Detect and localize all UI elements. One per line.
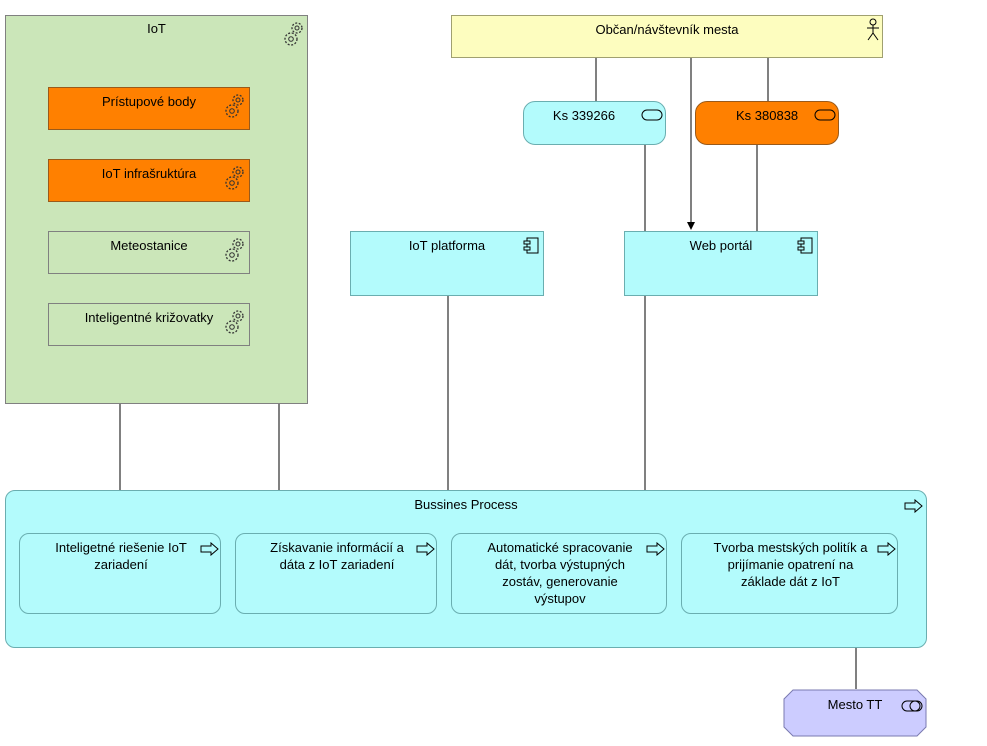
iot-item-label: IoT infrašruktúra [101, 166, 197, 181]
gears-icon [225, 94, 244, 118]
process-step-line: Automatické spracovanie [487, 540, 633, 555]
process-step-4[interactable]: Tvorba mestských politík a prijímanie op… [681, 533, 898, 614]
process-step-line: zostáv, generovanie [502, 574, 618, 589]
process-step-1[interactable]: Inteligetné riešenie IoT zariadení [19, 533, 221, 614]
process-arrow-icon [904, 499, 923, 513]
service-icon [641, 109, 663, 121]
process-step-line: základe dát z IoT [741, 574, 840, 589]
interface-shape [783, 689, 927, 737]
iot-item-label: Meteostanice [110, 238, 188, 253]
iot-item-iot-infrastruktura[interactable]: IoT infrašruktúra [48, 159, 250, 202]
component-web-portal[interactable]: Web portál [624, 231, 818, 296]
process-arrow-icon [646, 542, 665, 556]
gears-icon [225, 238, 244, 262]
process-step-text: Inteligetné riešenie IoT zariadení [24, 539, 218, 573]
gears-icon [225, 166, 244, 190]
process-step-line: Tvorba mestských politík a [713, 540, 868, 555]
actor-obcan-navstevnik[interactable]: Občan/návštevník mesta [451, 15, 883, 58]
process-arrow-icon [416, 542, 435, 556]
service-icon [814, 109, 836, 121]
iot-group-title: IoT [147, 21, 166, 36]
iot-item-inteligentne-krizovatky[interactable]: Inteligentné križovatky [48, 303, 250, 346]
gears-icon [284, 22, 303, 46]
component-icon [797, 237, 813, 254]
actor-label: Občan/návštevník mesta [595, 22, 739, 37]
iot-item-label: Prístupové body [102, 94, 196, 109]
process-step-text: Získavanie informácií a dáta z IoT zaria… [240, 539, 434, 573]
iot-item-pristupove-body[interactable]: Prístupové body [48, 87, 250, 130]
component-label: IoT platforma [408, 238, 486, 253]
iot-item-meteostanice[interactable]: Meteostanice [48, 231, 250, 274]
service-ks-339266[interactable]: Ks 339266 [523, 101, 666, 145]
process-step-line: zariadení [94, 557, 148, 572]
interface-mesto-tt[interactable]: Mesto TT [783, 689, 928, 737]
component-iot-platforma[interactable]: IoT platforma [350, 231, 544, 296]
gears-icon [225, 310, 244, 334]
process-step-text: Tvorba mestských politík a prijímanie op… [686, 539, 895, 590]
process-step-line: Inteligetné riešenie IoT [55, 540, 187, 555]
process-arrow-icon [200, 542, 219, 556]
service-ks-380838[interactable]: Ks 380838 [695, 101, 839, 145]
process-step-line: Získavanie informácií a [270, 540, 404, 555]
process-step-text: Automatické spracovanie dát, tvorba výst… [456, 539, 664, 607]
process-arrow-icon [877, 542, 896, 556]
iot-item-label: Inteligentné križovatky [84, 310, 214, 325]
process-step-2[interactable]: Získavanie informácií a dáta z IoT zaria… [235, 533, 437, 614]
business-process-title: Bussines Process [414, 497, 518, 512]
interface-icon [901, 700, 923, 712]
service-label: Ks 380838 [736, 108, 799, 123]
process-step-line: výstupov [534, 591, 586, 606]
process-step-line: dáta z IoT zariadení [279, 557, 395, 572]
process-step-3[interactable]: Automatické spracovanie dát, tvorba výst… [451, 533, 667, 614]
actor-icon [867, 18, 879, 41]
service-label: Ks 339266 [552, 108, 616, 123]
process-step-line: prijímanie opatrení na [727, 557, 854, 572]
interface-label: Mesto TT [828, 697, 883, 712]
component-label: Web portál [689, 238, 753, 253]
process-step-line: dát, tvorba výstupných [494, 557, 626, 572]
component-icon [523, 237, 539, 254]
